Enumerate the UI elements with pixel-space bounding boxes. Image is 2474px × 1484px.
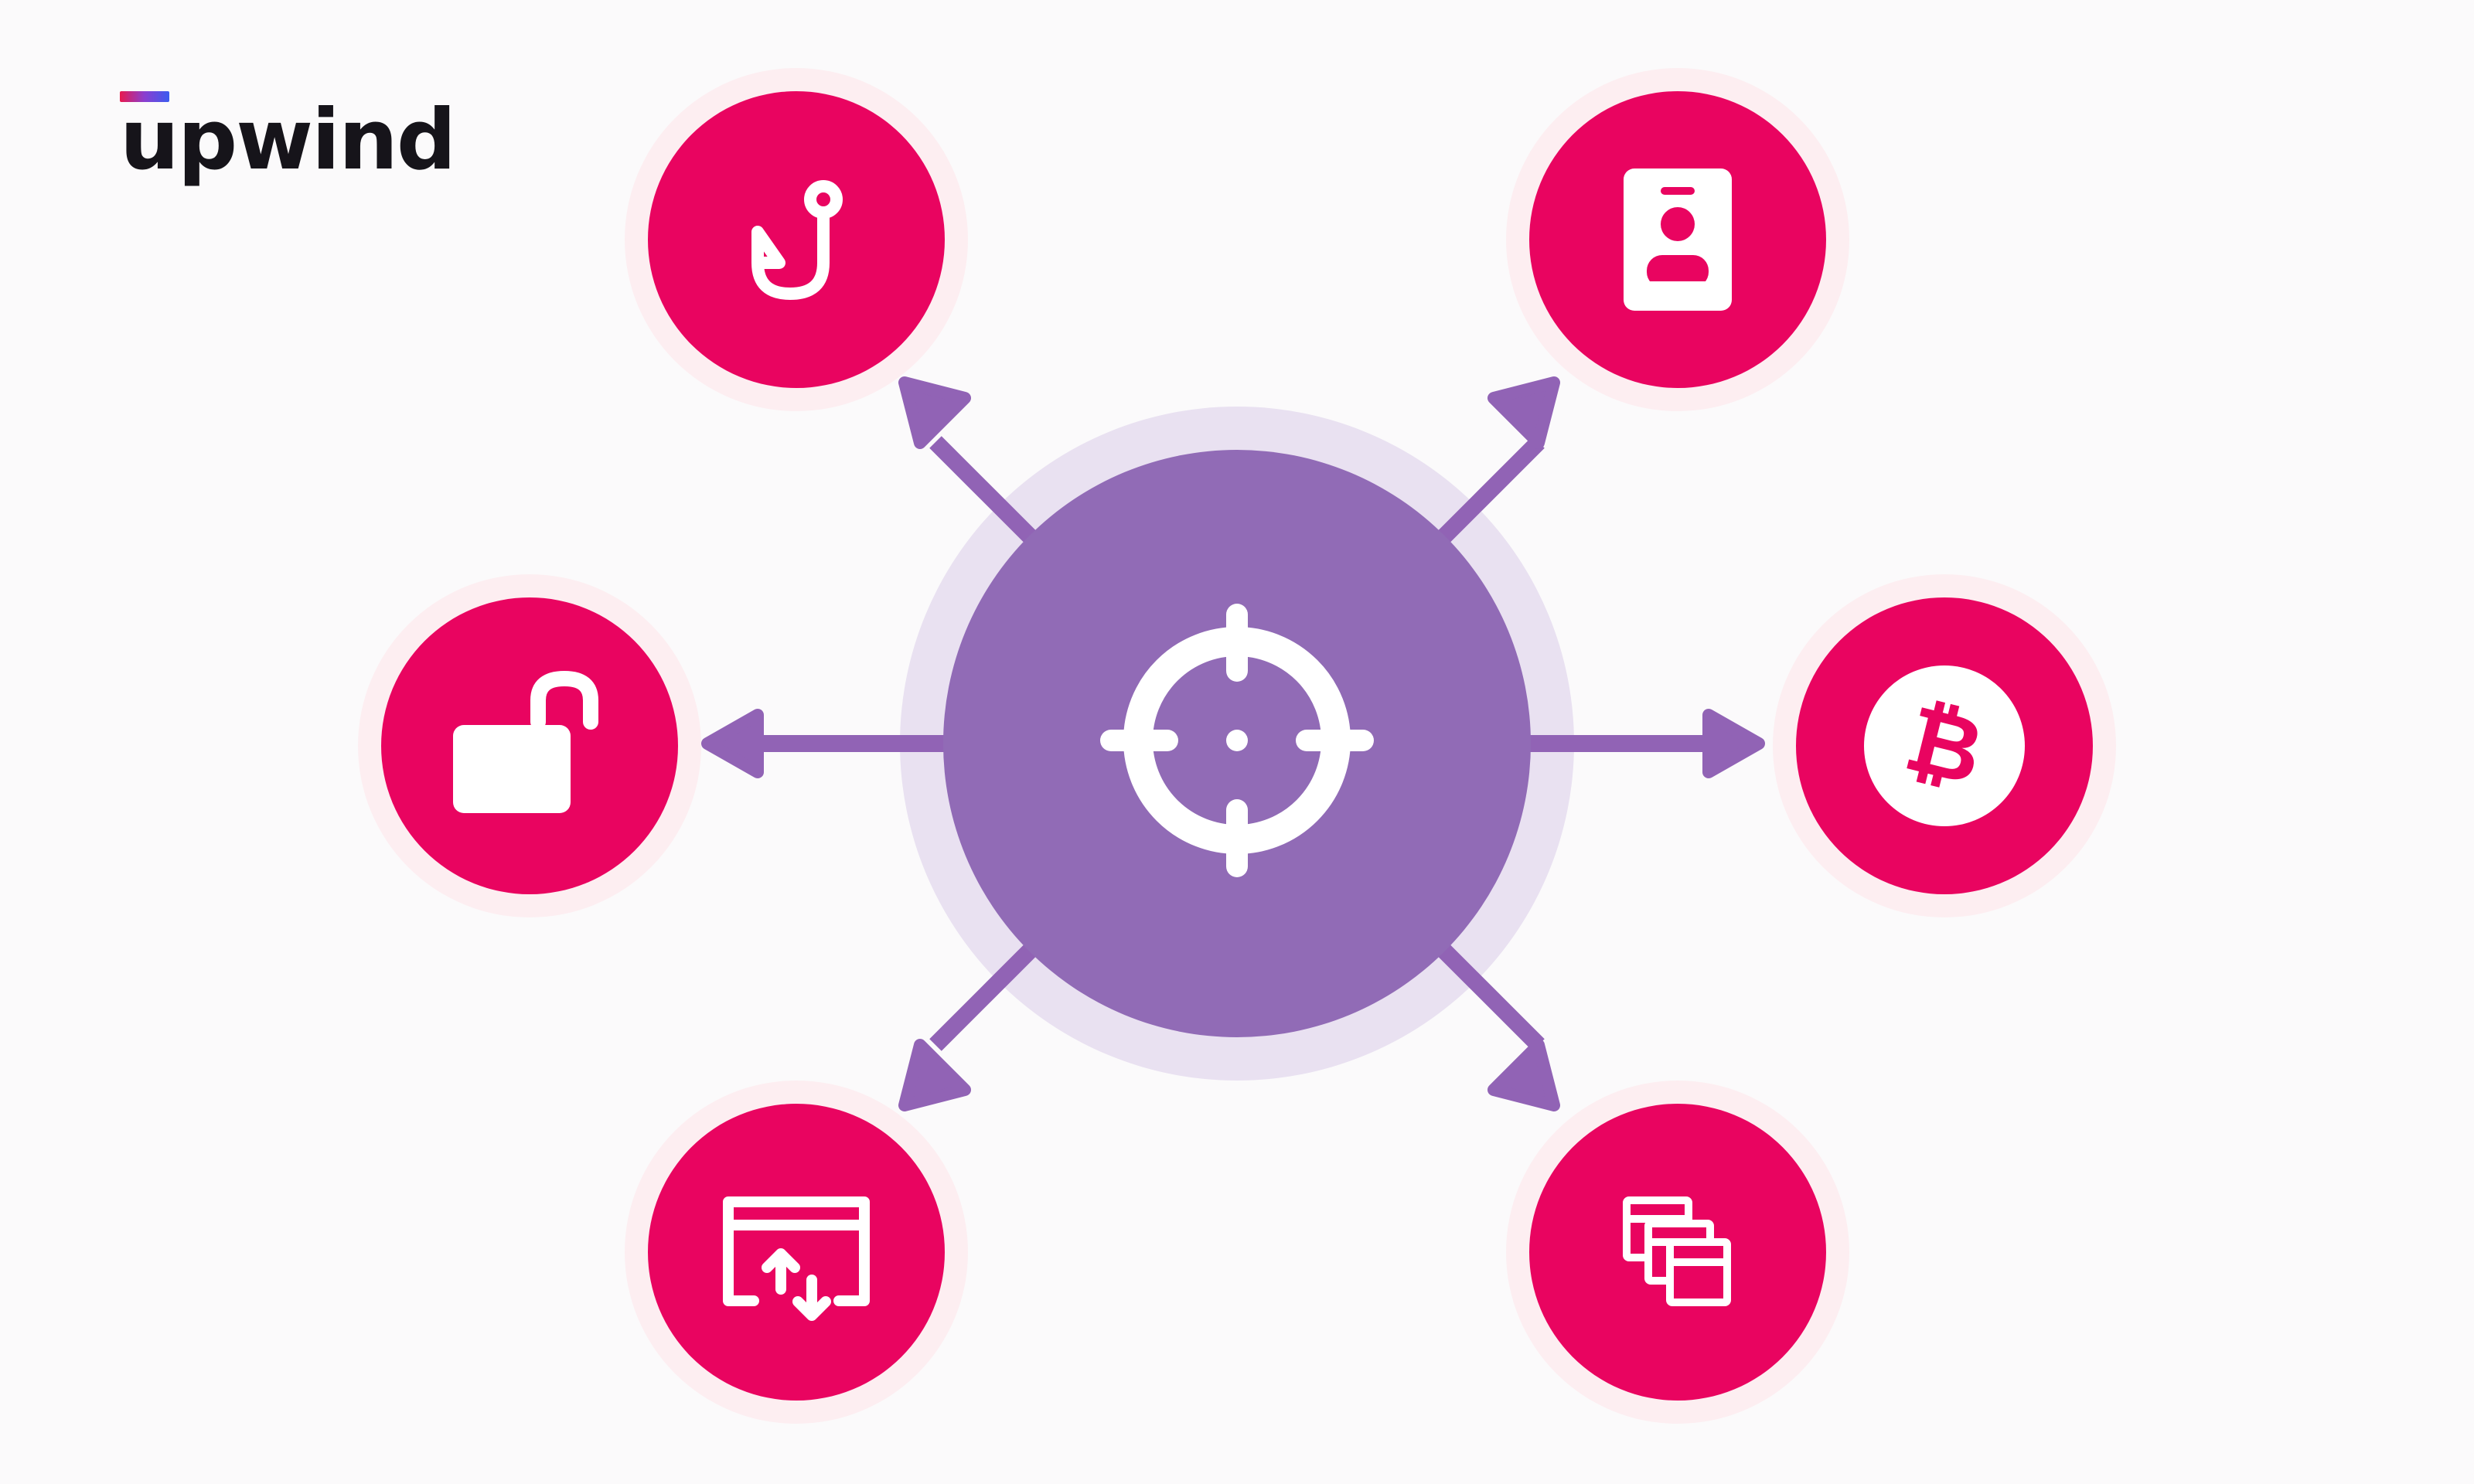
node-bottom-left	[625, 1081, 968, 1424]
node-left	[358, 574, 701, 917]
browser-transfer-icon	[723, 1196, 870, 1321]
arrow-left	[701, 709, 946, 778]
node-top-right	[1506, 68, 1849, 411]
stacked-windows-icon	[1623, 1196, 1731, 1306]
center-node	[943, 450, 1531, 1037]
node-right: ₿	[1773, 574, 2116, 917]
upwind-logo: upwind	[120, 91, 456, 189]
node-top-left	[625, 68, 968, 411]
bitcoin-coin-icon: ₿	[1864, 665, 2025, 826]
arrow-right	[1528, 709, 1765, 778]
unlocked-padlock-icon	[453, 670, 598, 813]
node-bottom-right	[1506, 1081, 1849, 1424]
connector-arrows	[701, 376, 1765, 1111]
crosshair-target-icon	[1100, 604, 1374, 877]
logo-wordmark: upwind	[120, 92, 456, 189]
id-badge-icon	[1624, 168, 1732, 311]
logo-accent-bar	[120, 91, 169, 102]
arrow-bottom-right	[1401, 907, 1560, 1111]
fishing-hook-icon	[751, 180, 843, 300]
